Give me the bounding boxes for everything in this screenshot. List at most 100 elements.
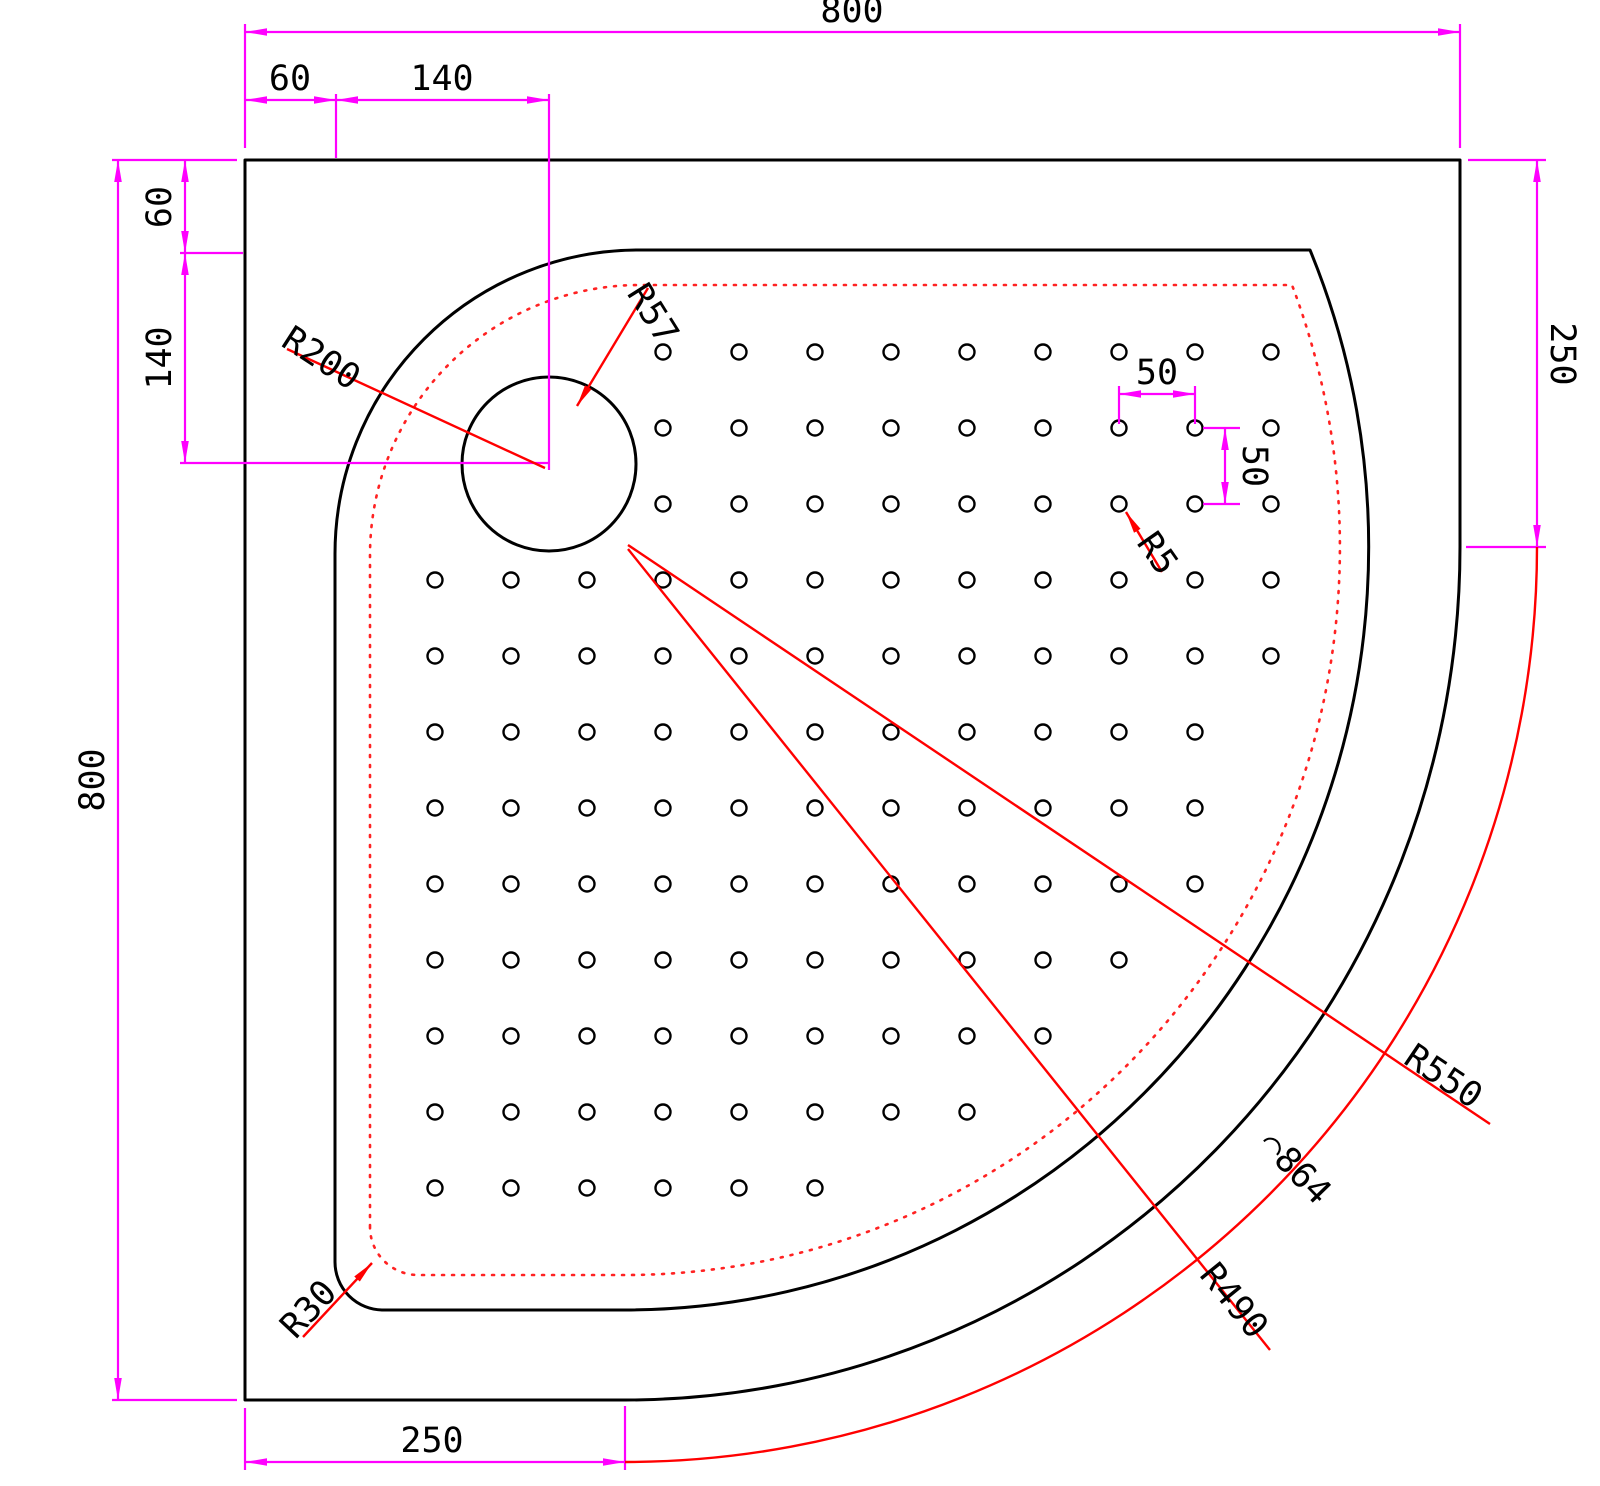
anti-slip-dot xyxy=(882,723,900,741)
anti-slip-dot xyxy=(806,951,824,969)
anti-slip-dot xyxy=(806,1179,824,1197)
anti-slip-dot xyxy=(1110,799,1128,817)
anti-slip-dot xyxy=(1110,571,1128,589)
anti-slip-dot xyxy=(1110,951,1128,969)
anti-slip-dot xyxy=(1262,647,1280,665)
anti-slip-dot xyxy=(882,647,900,665)
anti-slip-dot xyxy=(730,1103,748,1121)
anti-slip-dot xyxy=(426,875,444,893)
leader-r200 xyxy=(286,347,546,470)
tray-inner-wall-outline xyxy=(333,248,1371,1312)
anti-slip-dot xyxy=(730,495,748,513)
anti-slip-dot xyxy=(502,647,520,665)
anti-slip-dot xyxy=(882,799,900,817)
anti-slip-dot xyxy=(730,647,748,665)
anti-slip-dot xyxy=(730,1179,748,1197)
anti-slip-dot xyxy=(1034,799,1052,817)
anti-slip-dot xyxy=(730,723,748,741)
dim-text-bottom-250: 250 xyxy=(400,1421,463,1461)
anti-slip-dot xyxy=(502,1179,520,1197)
floor-edge-dotted-outline xyxy=(368,283,1342,1277)
anti-slip-dot xyxy=(730,799,748,817)
anti-slip-dot xyxy=(806,799,824,817)
dim-text-left-800: 800 xyxy=(73,748,113,811)
dim-text-left-60: 60 xyxy=(140,186,180,228)
leader-r550 xyxy=(627,544,1491,1125)
anti-slip-dot xyxy=(730,419,748,437)
anti-slip-dot xyxy=(1262,571,1280,589)
anti-slip-dot xyxy=(806,1103,824,1121)
anti-slip-dot xyxy=(654,875,672,893)
anti-slip-dot xyxy=(578,1027,596,1045)
radius-text-r550: R550 xyxy=(1397,1037,1489,1117)
radius-leaders xyxy=(286,287,1539,1464)
anti-slip-dot xyxy=(654,799,672,817)
anti-slip-dot xyxy=(958,951,976,969)
anti-slip-dot xyxy=(1034,571,1052,589)
anti-slip-dot xyxy=(958,723,976,741)
anti-slip-dot xyxy=(426,1027,444,1045)
anti-slip-dot xyxy=(958,419,976,437)
anti-slip-dot xyxy=(1186,495,1204,513)
anti-slip-dot xyxy=(502,799,520,817)
dim-text-dot-pitch-50h: 50 xyxy=(1136,353,1178,393)
radius-text-r5: R5 xyxy=(1129,525,1186,582)
anti-slip-dot xyxy=(958,1027,976,1045)
anti-slip-dot xyxy=(654,1103,672,1121)
anti-slip-dot xyxy=(730,1027,748,1045)
anti-slip-dot xyxy=(882,1027,900,1045)
anti-slip-dot xyxy=(882,1103,900,1121)
dim-text-top-60: 60 xyxy=(269,59,311,99)
anti-slip-dot xyxy=(654,343,672,361)
anti-slip-dot xyxy=(730,951,748,969)
anti-slip-dot xyxy=(426,951,444,969)
leader-r57 xyxy=(575,287,650,407)
arc-length-dimension-arc xyxy=(624,546,1539,1464)
anti-slip-dot xyxy=(730,343,748,361)
radius-text-r57: R57 xyxy=(619,277,686,352)
anti-slip-dot xyxy=(578,1103,596,1121)
anti-slip-dot xyxy=(1110,343,1128,361)
anti-slip-dot xyxy=(958,1103,976,1121)
anti-slip-dot xyxy=(502,1027,520,1045)
dim-text-left-140: 140 xyxy=(140,326,180,389)
leader-r5 xyxy=(1124,511,1164,573)
radius-text-r200: R200 xyxy=(275,319,367,398)
anti-slip-dot xyxy=(502,951,520,969)
anti-slip-dot xyxy=(1262,343,1280,361)
anti-slip-dot xyxy=(1186,571,1204,589)
tray-geometry xyxy=(243,158,1462,1402)
anti-slip-dot xyxy=(578,799,596,817)
anti-slip-dot xyxy=(654,647,672,665)
anti-slip-dot xyxy=(806,343,824,361)
anti-slip-dot xyxy=(578,647,596,665)
anti-slip-dot xyxy=(502,723,520,741)
anti-slip-dot xyxy=(654,1179,672,1197)
leader-r490 xyxy=(627,548,1271,1351)
anti-slip-dot xyxy=(882,495,900,513)
anti-slip-dot xyxy=(806,495,824,513)
anti-slip-dot xyxy=(654,495,672,513)
anti-slip-dot xyxy=(806,1027,824,1045)
anti-slip-dot xyxy=(426,1179,444,1197)
anti-slip-dot xyxy=(578,951,596,969)
anti-slip-dot xyxy=(654,419,672,437)
anti-slip-dot xyxy=(1034,1027,1052,1045)
anti-slip-dot xyxy=(654,723,672,741)
anti-slip-dot xyxy=(1186,647,1204,665)
anti-slip-dot xyxy=(1034,343,1052,361)
anti-slip-dot xyxy=(502,875,520,893)
anti-slip-dot xyxy=(806,875,824,893)
radius-text-r30: R30 xyxy=(273,1273,345,1347)
anti-slip-dot xyxy=(958,799,976,817)
anti-slip-dot xyxy=(426,723,444,741)
anti-slip-dot xyxy=(578,723,596,741)
extension-lines xyxy=(112,24,1546,1470)
dim-text-top-800: 800 xyxy=(820,0,883,31)
anti-slip-dot xyxy=(1034,419,1052,437)
anti-slip-dot xyxy=(1186,875,1204,893)
anti-slip-dot xyxy=(654,951,672,969)
anti-slip-dot xyxy=(654,571,672,589)
dimension-texts: 800 60 140 800 60 140 250 250 50 50 R57 … xyxy=(73,0,1582,1461)
